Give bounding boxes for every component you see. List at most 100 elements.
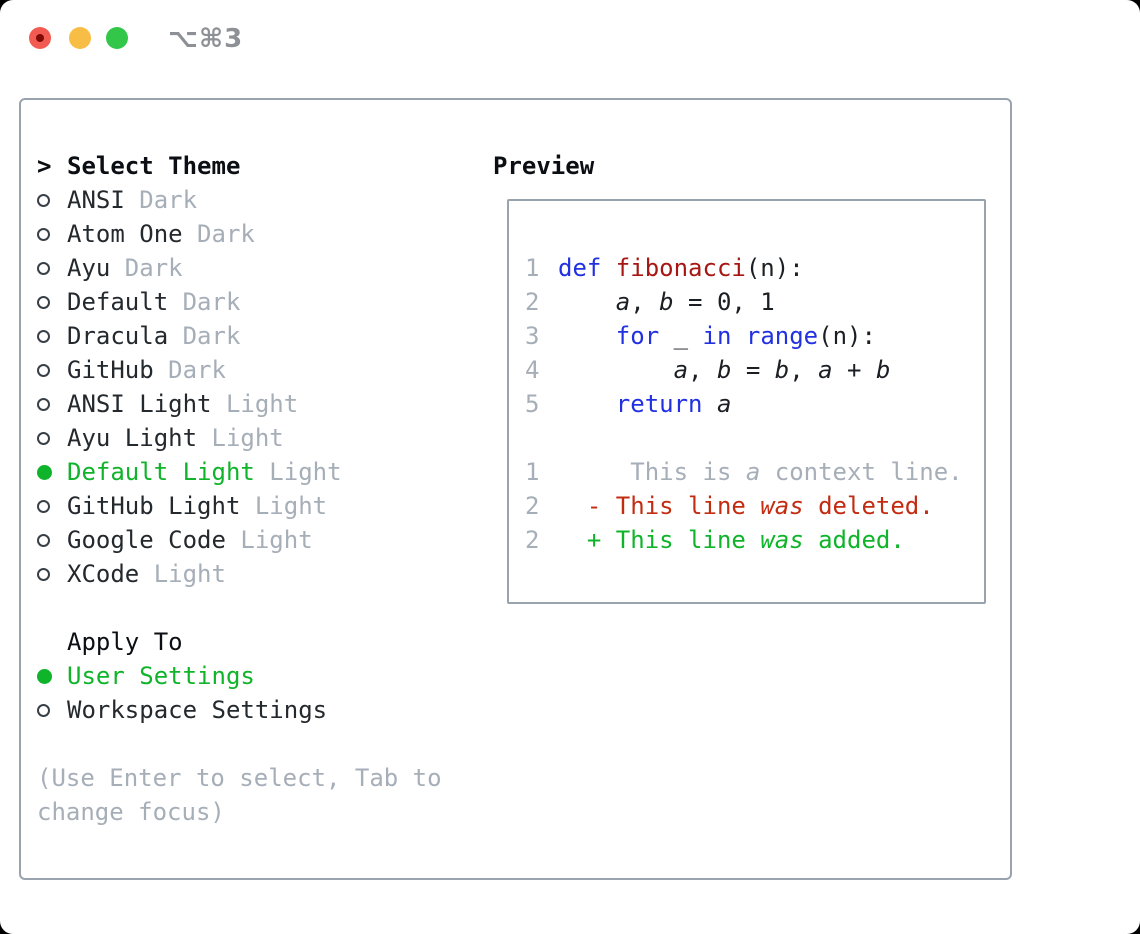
code-text: + This line was added. <box>558 526 905 554</box>
window-title: ⌥⌘3 <box>168 24 244 54</box>
theme-option-ayu-light[interactable]: Ayu Light Light <box>37 421 487 455</box>
radio-icon <box>37 499 67 513</box>
line-number: 1 <box>525 254 540 282</box>
theme-variant: Dark <box>153 356 226 384</box>
select-theme-heading-row: > Select Theme <box>37 149 487 183</box>
theme-name: Atom One <box>67 220 183 248</box>
theme-variant: Light <box>211 390 299 418</box>
theme-option-xcode[interactable]: XCode Light <box>37 557 487 591</box>
radio-circle <box>37 533 50 547</box>
radio-icon <box>37 193 67 207</box>
close-button[interactable] <box>29 27 51 49</box>
theme-option-dracula[interactable]: Dracula Dark <box>37 319 487 353</box>
radio-circle <box>37 668 52 684</box>
cursor-arrow-icon: > <box>37 152 52 180</box>
radio-circle <box>37 329 50 343</box>
theme-name: Ayu <box>67 254 111 282</box>
theme-variant: Dark <box>124 186 198 214</box>
radio-icon <box>37 227 67 241</box>
theme-option-ansi[interactable]: ANSI Dark <box>37 183 487 217</box>
code-line <box>525 421 984 455</box>
preview-heading: Preview <box>493 152 595 180</box>
radio-selected-icon <box>37 464 67 480</box>
theme-option-github[interactable]: GitHub Dark <box>37 353 487 387</box>
theme-name: Default <box>67 288 169 316</box>
theme-picker-panel <box>19 98 1012 880</box>
theme-name: ANSI Light <box>67 390 212 418</box>
code-text: a, b = 0, 1 <box>615 288 775 316</box>
theme-option-default-light[interactable]: Default Light Light <box>37 455 487 489</box>
theme-variant: Dark <box>110 254 183 282</box>
radio-icon <box>37 567 67 581</box>
apply-option-workspace-settings[interactable]: Workspace Settings <box>37 693 487 727</box>
apply-option-label: User Settings <box>67 662 255 690</box>
radio-circle <box>37 431 50 445</box>
theme-variant: Light <box>254 458 342 486</box>
code-text: This is a context line. <box>558 458 963 486</box>
radio-selected-icon <box>37 668 67 684</box>
code-line: 1 def fibonacci(n): <box>525 251 984 285</box>
code-line: 2 + This line was added. <box>525 523 984 557</box>
minimize-button[interactable] <box>69 27 91 49</box>
apply-to-heading-row: Apply To <box>37 625 487 659</box>
radio-circle <box>37 363 50 377</box>
code-line: 5 return a <box>525 387 984 421</box>
zoom-button[interactable] <box>106 27 128 49</box>
theme-variant: Light <box>197 424 284 452</box>
code-text: for _ in range(n): <box>615 322 876 350</box>
apply-option-label: Workspace Settings <box>67 696 328 724</box>
code-line: 1 This is a context line. <box>525 455 984 489</box>
line-number: 5 <box>525 390 540 418</box>
theme-option-atom-one[interactable]: Atom One Dark <box>37 217 487 251</box>
theme-option-google-code[interactable]: Google Code Light <box>37 523 487 557</box>
line-number: 1 <box>525 458 540 486</box>
code-text: def fibonacci(n): <box>558 254 804 282</box>
line-number: 4 <box>525 356 540 384</box>
theme-name: ANSI <box>67 186 125 214</box>
radio-icon <box>37 533 67 547</box>
code-text: a, b = b, a + b <box>673 356 891 384</box>
theme-name: Ayu Light <box>67 424 198 452</box>
radio-icon <box>37 261 67 275</box>
radio-circle <box>37 499 50 513</box>
radio-circle <box>37 193 50 207</box>
apply-option-user-settings[interactable]: User Settings <box>37 659 487 693</box>
radio-circle <box>37 227 50 241</box>
theme-option-default[interactable]: Default Dark <box>37 285 487 319</box>
radio-icon <box>37 295 67 309</box>
radio-icon <box>37 397 67 411</box>
radio-icon <box>37 363 67 377</box>
select-theme-heading: Select Theme <box>67 152 241 180</box>
theme-option-github-light[interactable]: GitHub Light Light <box>37 489 487 523</box>
theme-variant: Dark <box>182 220 255 248</box>
radio-circle <box>37 295 50 309</box>
line-number: 2 <box>525 492 540 520</box>
code-line: 4 a, b = b, a + b <box>525 353 984 387</box>
theme-name: GitHub Light <box>67 492 241 520</box>
radio-circle <box>37 464 52 480</box>
radio-circle <box>37 567 50 581</box>
theme-name: GitHub <box>67 356 154 384</box>
radio-circle <box>37 397 50 411</box>
code-text: return a <box>615 390 732 418</box>
theme-name: XCode <box>67 560 140 588</box>
line-number: 2 <box>525 526 540 554</box>
radio-icon <box>37 431 67 445</box>
theme-name: Dracula <box>67 322 169 350</box>
theme-option-ayu[interactable]: Ayu Dark <box>37 251 487 285</box>
code-line: 2 a, b = 0, 1 <box>525 285 984 319</box>
theme-variant: Light <box>225 526 313 554</box>
theme-name: Default Light <box>67 458 255 486</box>
radio-circle <box>37 261 50 275</box>
theme-variant: Dark <box>168 322 241 350</box>
radio-icon <box>37 329 67 343</box>
theme-variant: Dark <box>168 288 241 316</box>
code-line: 3 for _ in range(n): <box>525 319 984 353</box>
theme-option-ansi-light[interactable]: ANSI Light Light <box>37 387 487 421</box>
theme-name: Google Code <box>67 526 226 554</box>
line-number: 2 <box>525 288 540 316</box>
